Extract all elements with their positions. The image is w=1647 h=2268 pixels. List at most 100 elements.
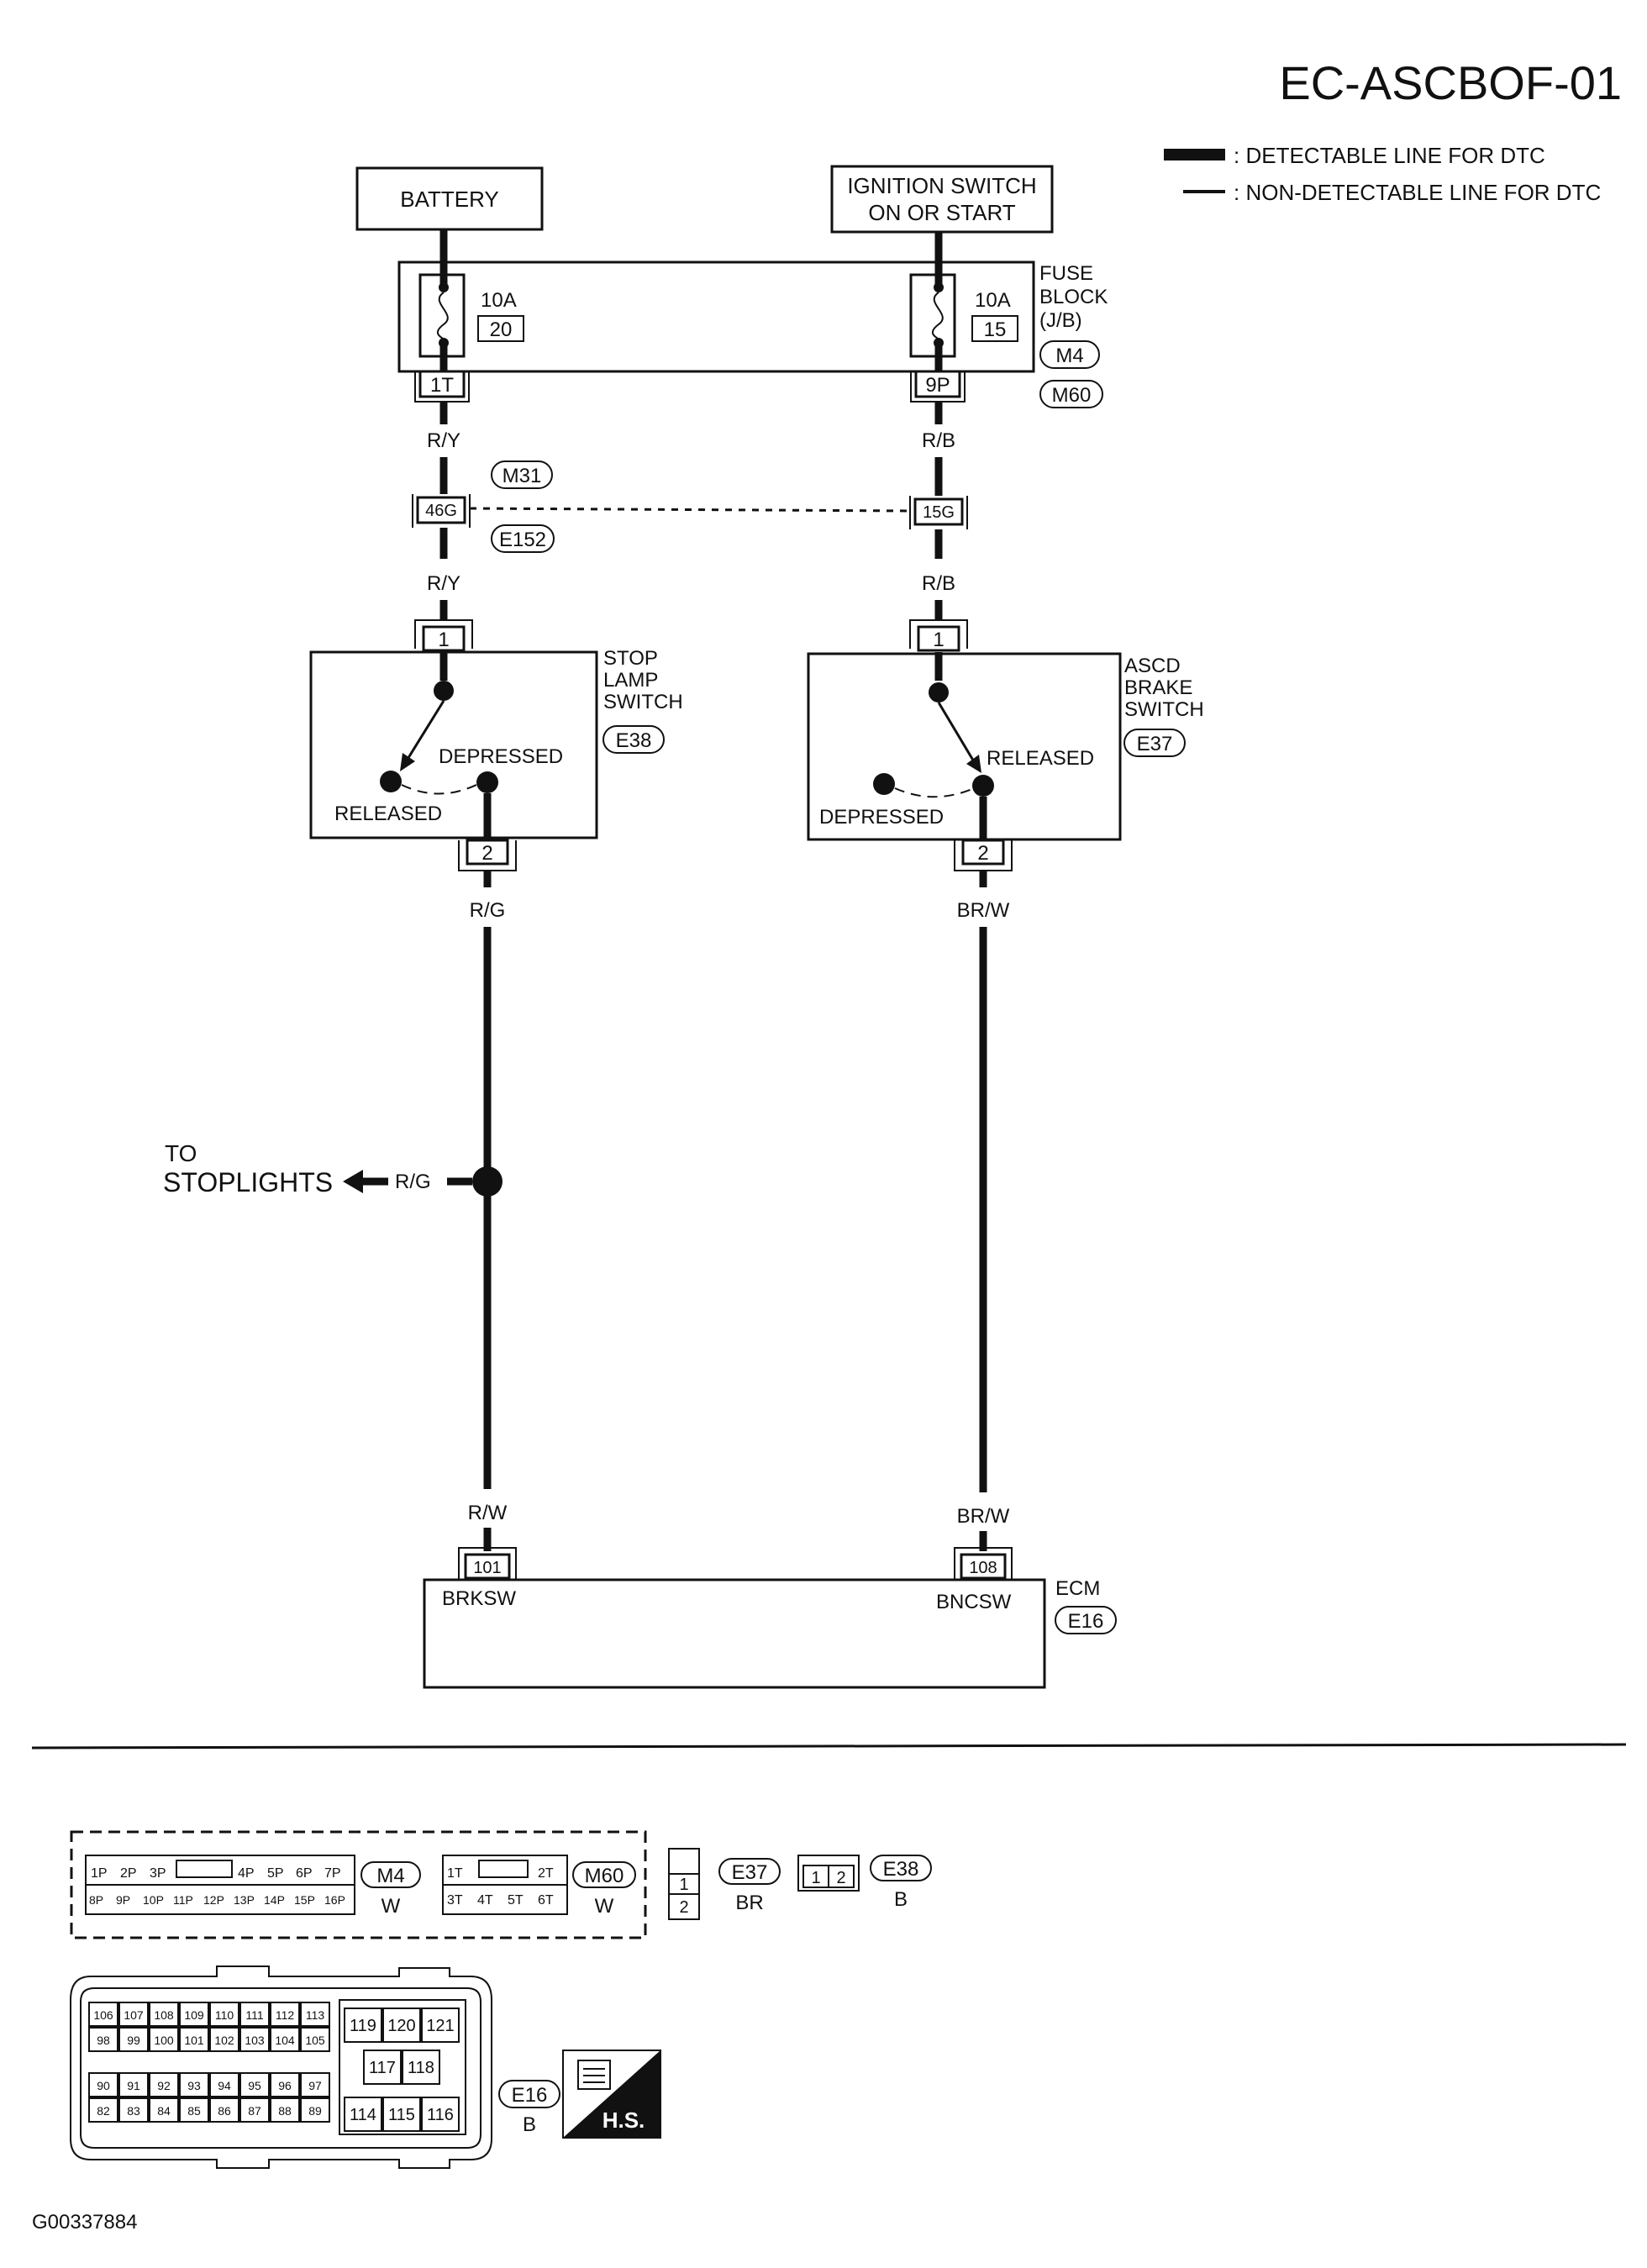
- m60-view-color: W: [595, 1895, 614, 1918]
- m4-pin-1p: 1P: [91, 1866, 108, 1881]
- jb-connector-group: [70, 1830, 647, 1939]
- e16-pin-label: 115: [388, 2106, 415, 2124]
- stoplights-label-2: STOPLIGHTS: [163, 1167, 333, 1197]
- terminal-46g: [416, 496, 466, 524]
- ascd-label-1: ASCD: [1124, 655, 1181, 677]
- e16-pin-cell: [344, 2097, 382, 2132]
- terminal-15g: [913, 497, 964, 526]
- terminal-9p: [914, 370, 961, 398]
- e16-pin-cell: [239, 2072, 270, 2097]
- e16-pin-label: 87: [248, 2104, 261, 2118]
- wire-left-mid: R/Y: [427, 572, 460, 595]
- connector-badge-e16-view: [498, 2080, 560, 2108]
- e16-pin-label: 85: [187, 2104, 201, 2118]
- e16-pin-label: 114: [350, 2106, 376, 2124]
- stop-lamp-pos-released: RELEASED: [334, 802, 442, 825]
- m60-pin-5t: 5T: [508, 1893, 524, 1908]
- e38-view-color: B: [894, 1888, 908, 1911]
- ecm-pin-108: [960, 1553, 1007, 1580]
- ecm-connector: E16: [1068, 1610, 1104, 1633]
- m4-pin-16p: 16P: [324, 1893, 345, 1907]
- m4-pin-13p: 13P: [234, 1893, 255, 1907]
- stop-lamp-pin-2-label: 2: [481, 842, 492, 865]
- e16-pin-cell: [209, 2097, 239, 2123]
- ascd-contact-depressed: [873, 773, 895, 795]
- e16-pin-cell: [270, 2027, 300, 2052]
- e16-pin-label: 89: [308, 2104, 322, 2118]
- e16-pin-label: 121: [426, 2017, 454, 2035]
- connector-badge-m60: [1039, 380, 1103, 408]
- m4-pin-2p: 2P: [120, 1866, 137, 1881]
- legend-detectable-text: : DETECTABLE LINE FOR DTC: [1234, 143, 1545, 168]
- e38-view-label: E38: [883, 1858, 919, 1881]
- ascd-pin-1: [917, 625, 960, 652]
- stop-lamp-pin-2: [466, 839, 509, 866]
- ecm-box: [423, 1578, 1046, 1689]
- e16-pin-label: 102: [214, 2034, 234, 2047]
- fuse-block-connector-m4: M4: [1055, 345, 1083, 367]
- e37-view-label: E37: [732, 1861, 768, 1884]
- ecm-pin-101-label: 101: [473, 1559, 501, 1577]
- fuse-block-label-3: (J/B): [1039, 309, 1082, 332]
- left-fuse: [418, 262, 466, 371]
- e37-pin-1: 1: [679, 1876, 688, 1894]
- e16-pin-label: 109: [184, 2008, 204, 2022]
- m60-pin-1t: 1T: [447, 1866, 463, 1881]
- e16-pin-cell: [421, 2008, 460, 2043]
- ecm-label: ECM: [1055, 1577, 1100, 1600]
- connector-badge-e38: [602, 725, 665, 754]
- wire-right-top: R/B: [922, 429, 955, 452]
- fuse-block-connector-m60: M60: [1052, 384, 1092, 407]
- e16-pin-label: 92: [157, 2079, 171, 2092]
- wire-right-mid: R/B: [922, 572, 955, 595]
- e16-pin-cell: [149, 2072, 179, 2097]
- e38-connector-view: 1 2 E38 B: [797, 1855, 932, 1911]
- ascd-pin-2: [961, 839, 1005, 866]
- stop-lamp-contact-released: [380, 771, 402, 792]
- stop-lamp-pin-1-label: 1: [438, 629, 449, 651]
- e16-pin-cell: [149, 2002, 179, 2027]
- wire-left-top: R/Y: [427, 429, 460, 452]
- m4-pin-8p: 8P: [89, 1893, 103, 1907]
- ignition-label-1: IGNITION SWITCH: [847, 173, 1036, 198]
- ascd-pin-2-label: 2: [977, 842, 988, 865]
- ascd-pos-depressed: DEPRESSED: [819, 806, 944, 829]
- ascd-pos-released: RELEASED: [987, 747, 1094, 770]
- e16-pin-cell: [179, 2072, 209, 2097]
- e16-pin-cell: [300, 2027, 330, 2052]
- e16-pin-label: 120: [387, 2017, 415, 2035]
- m4-pin-6p: 6P: [296, 1866, 313, 1881]
- e16-pin-cell: [382, 2097, 421, 2132]
- e16-pin-label: 82: [97, 2104, 110, 2118]
- e16-pin-label: 111: [245, 2008, 263, 2022]
- ecm-pin-101: [464, 1553, 511, 1580]
- stoplights-splice: [472, 1166, 503, 1197]
- e16-pin-cell: [118, 2002, 149, 2027]
- m4-pin-4p: 4P: [238, 1866, 255, 1881]
- terminal-1t-label: 1T: [430, 374, 454, 397]
- e16-pin-label: 112: [276, 2008, 295, 2022]
- m4-pin-11p: 11P: [173, 1893, 193, 1907]
- m4-pin-3p: 3P: [150, 1866, 166, 1881]
- ascd-label-2: BRAKE: [1124, 676, 1192, 699]
- e16-pin-label: 97: [308, 2079, 322, 2092]
- e16-pin-cell: [209, 2027, 239, 2052]
- e16-pin-cell: [421, 2097, 460, 2132]
- e16-pin-label: 108: [154, 2008, 174, 2022]
- e16-view-label: E16: [512, 2084, 548, 2107]
- e16-pin-cell: [363, 2050, 402, 2085]
- ascd-connector: E37: [1137, 733, 1173, 755]
- left-fuse-number-box: [477, 315, 524, 342]
- ecm-signal-brksw: BRKSW: [442, 1587, 516, 1610]
- wire-right-ecm: BR/W: [957, 1505, 1010, 1528]
- e16-pin-label: 88: [278, 2104, 292, 2118]
- harness-side-icon: H.S.: [562, 2050, 661, 2139]
- e16-pin-cell: [209, 2002, 239, 2027]
- connector-badge-e152: [491, 524, 555, 553]
- battery-box: [355, 166, 544, 231]
- e16-pin-label: 86: [218, 2104, 231, 2118]
- e16-pin-label: 98: [97, 2034, 110, 2047]
- e16-pin-cell: [88, 2002, 118, 2027]
- stop-lamp-pos-depressed: DEPRESSED: [439, 745, 563, 768]
- e16-pin-label: 94: [218, 2079, 231, 2092]
